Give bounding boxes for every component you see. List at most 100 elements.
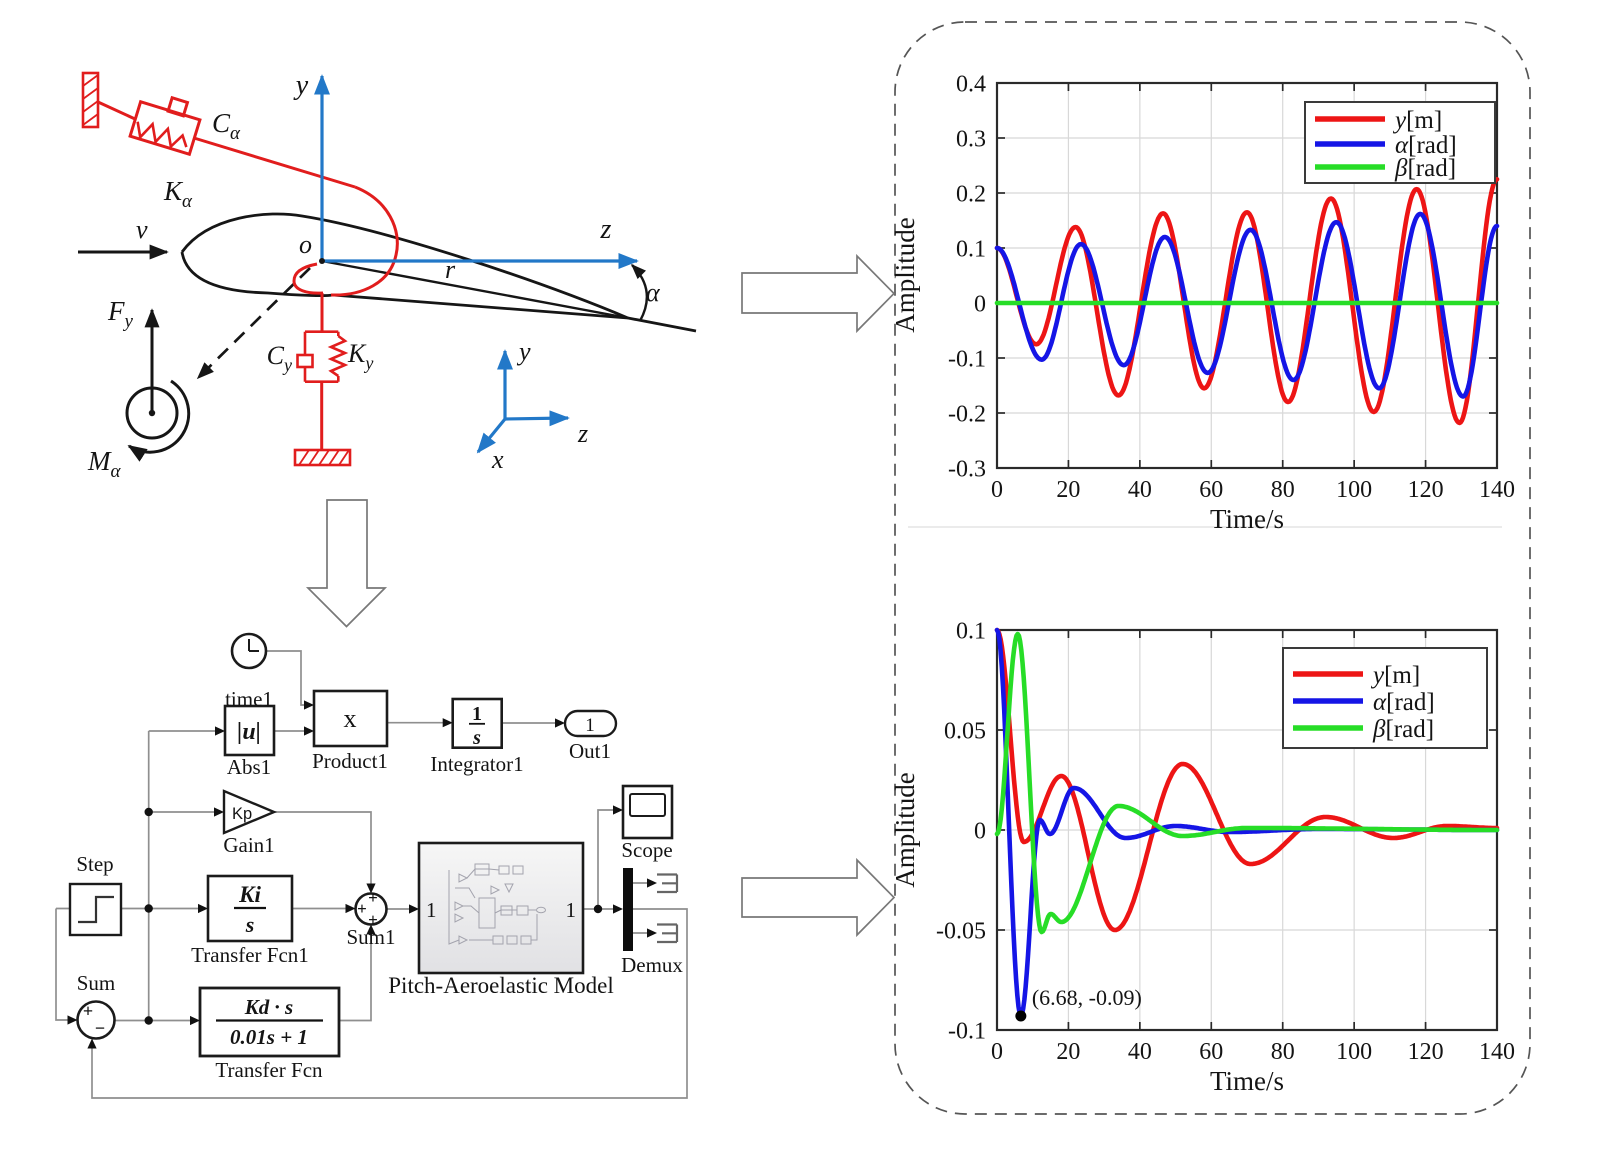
- wire-arrowhead: [613, 904, 623, 914]
- x-tick-label: 60: [1199, 1039, 1223, 1065]
- product-block: [312, 689, 389, 748]
- x-tick-label: 100: [1336, 1039, 1372, 1065]
- y-tick-label: 0: [974, 292, 986, 318]
- y-tick-label: -0.1: [948, 1019, 986, 1045]
- x-tick-label: 0: [991, 477, 1003, 503]
- wire-arrowhead: [647, 928, 657, 938]
- y-tick-label: 0.1: [956, 619, 986, 645]
- airfoil-labels: Cα Kα y z o r α v Fy Mα Cy Ky y z x: [87, 70, 661, 482]
- series-α: [994, 211, 1500, 399]
- sum-plus-sign: +: [83, 1001, 93, 1021]
- simulink-diagram: time1 Abs1 |u| Product1 x Integrator1 1 …: [55, 632, 688, 1099]
- wire-junction-dot: [593, 904, 603, 914]
- wire-arrowhead: [442, 718, 453, 728]
- x-tick-label: 140: [1479, 477, 1515, 503]
- out-label: Out1: [569, 739, 611, 763]
- tf1-den: s: [245, 912, 255, 937]
- series-β: [994, 631, 1500, 935]
- step-waveform-icon: [78, 895, 114, 924]
- label-m-alpha: Mα: [87, 446, 122, 482]
- step-label: Step: [76, 852, 113, 876]
- x-tick-label: 140: [1479, 1039, 1515, 1065]
- arrow-right-bottom-icon: [741, 857, 896, 938]
- wire-arrowhead: [198, 903, 208, 914]
- wire-arrowhead: [304, 726, 314, 736]
- y-tick-label: 0.1: [956, 237, 986, 263]
- x-tick-label: 40: [1128, 1039, 1152, 1065]
- label-c-y: Cy: [267, 341, 292, 375]
- integrator-num: 1: [472, 703, 482, 725]
- y-tick-label: -0.05: [936, 919, 986, 945]
- integrator-label: Integrator1: [430, 752, 523, 776]
- scope-label: Scope: [621, 838, 672, 862]
- series-y: [994, 627, 1500, 933]
- y-tick-label: -0.2: [948, 402, 986, 428]
- model-label: Pitch-Aeroelastic Model: [388, 973, 613, 998]
- simulink-labels: time1 Abs1 |u| Product1 x Integrator1 1 …: [76, 687, 683, 1082]
- tf1-num: Ki: [238, 882, 261, 907]
- wall-anchor: [81, 71, 100, 129]
- x-tick-label: 60: [1199, 477, 1223, 503]
- ground-anchor: [293, 448, 352, 467]
- wire-arrowhead: [345, 903, 356, 914]
- series-y: [994, 177, 1500, 426]
- wire-arrowhead: [613, 805, 623, 815]
- label-alpha: α: [646, 278, 661, 307]
- y-tick-label: -0.3: [948, 457, 986, 483]
- legend-entry: α[rad]: [1395, 132, 1457, 159]
- dashed-offset-arrow: [196, 267, 311, 380]
- wire-arrowhead: [215, 726, 225, 736]
- sum1-plus-left: +: [357, 899, 367, 918]
- integrator-den: s: [472, 727, 481, 749]
- out-port-text: 1: [585, 715, 595, 736]
- clock-label: time1: [225, 687, 273, 711]
- legend-entry: β[rad]: [1372, 716, 1434, 743]
- annotation-marker: [1015, 1010, 1027, 1022]
- wire-junction-dot: [144, 904, 153, 913]
- gain-kp-text: Kp: [232, 805, 252, 823]
- pivot-arc: [292, 262, 324, 295]
- tf-num: Kd · s: [244, 995, 293, 1019]
- sum-label: Sum: [77, 971, 116, 995]
- demux-block: [623, 868, 633, 951]
- wire-junction-dot: [144, 1016, 153, 1025]
- signal-wires: [55, 650, 688, 1099]
- label-triad-z: z: [577, 419, 588, 448]
- wire-arrowhead: [555, 718, 565, 728]
- airfoil-outline: [180, 212, 697, 333]
- abs-block: [223, 704, 276, 757]
- x-tick-label: 0: [991, 1039, 1003, 1065]
- y-tick-label: 0: [974, 819, 986, 845]
- scope-screen-icon: [629, 793, 666, 817]
- label-triad-x: x: [491, 445, 504, 474]
- moment-arrow: [127, 379, 191, 462]
- legend-entry: y[m]: [1370, 662, 1420, 689]
- plot-box: [995, 81, 1499, 470]
- pitch-spring-assembly: [81, 71, 399, 467]
- sum1-plus-top: +: [368, 888, 378, 907]
- moment-center-circle: [125, 386, 179, 440]
- product-label: Product1: [312, 749, 388, 773]
- legend: y[m]α[rad]β[rad]: [1282, 647, 1488, 749]
- label-origin: o: [299, 230, 312, 259]
- arrow-down-icon: [305, 499, 388, 628]
- wire-junction-dot: [144, 807, 153, 817]
- label-triad-y: y: [516, 337, 531, 366]
- wire-arrowhead: [190, 1015, 200, 1026]
- wire-arrowhead: [647, 878, 657, 888]
- y-tick-label: 0.3: [956, 127, 986, 153]
- origin-dot: [319, 258, 325, 264]
- x-tick-label: 100: [1336, 477, 1372, 503]
- y-tick-label: -0.1: [948, 347, 986, 373]
- dashed-results-frame: [894, 21, 1531, 1115]
- wire-arrowhead: [87, 1038, 97, 1049]
- x-tick-label: 80: [1271, 1039, 1295, 1065]
- sum1-plus-bottom: +: [368, 910, 378, 929]
- body-axes: [314, 74, 639, 269]
- y-tick-label: 0.2: [956, 182, 986, 208]
